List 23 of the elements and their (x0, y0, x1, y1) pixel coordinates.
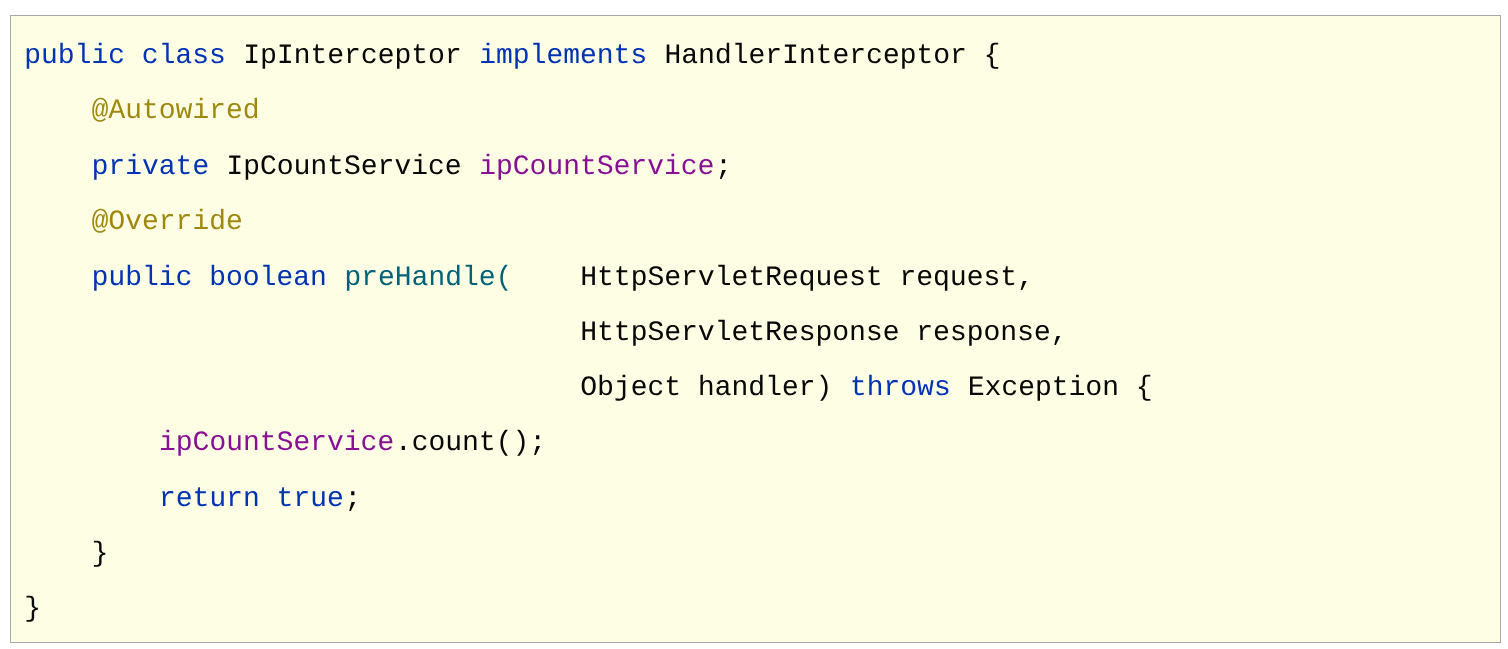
code-text: public boolean (94, 264, 325, 291)
code-text: ipCountService (160, 429, 393, 456)
code-text: Exception { (970, 374, 1151, 401)
code-text: ; (719, 159, 726, 179)
code-text: ; (349, 491, 356, 511)
code-text: throws (852, 374, 949, 396)
code-text: preHandle( (346, 264, 508, 291)
code-text: IpInterceptor (246, 44, 460, 69)
code-text: HttpServletResponse response, (582, 319, 1061, 346)
code-text: public class (26, 42, 224, 69)
code-text: @Override (92, 208, 241, 233)
code-text: private (94, 153, 208, 180)
code-text: IpCountService (229, 153, 460, 180)
code-text: implements (481, 42, 645, 69)
code-text: ipCountService (481, 153, 713, 180)
code-text: return true (162, 487, 342, 507)
code-text: .count(); (401, 429, 541, 456)
code-text: HttpServletRequest request, (582, 264, 1027, 291)
code-text: @Autowired (92, 97, 258, 122)
code-text: Object handler) (581, 374, 828, 401)
code-text: HandlerInterceptor { (666, 42, 999, 69)
code-text: } (93, 540, 106, 567)
code-text: } (26, 595, 38, 622)
